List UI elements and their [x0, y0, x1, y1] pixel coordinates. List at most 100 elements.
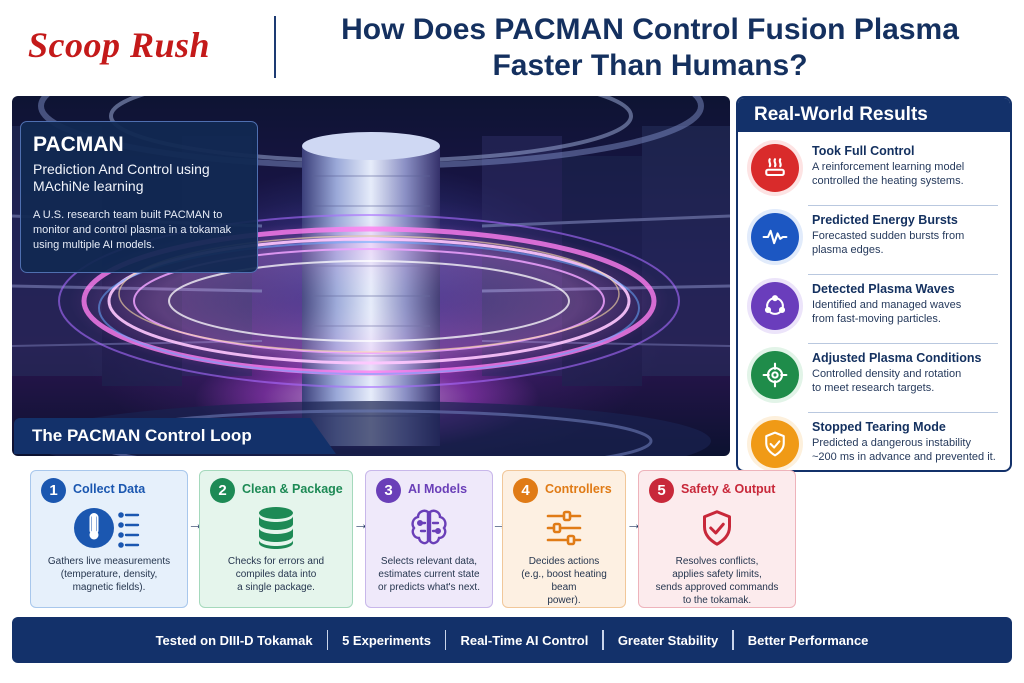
footer-separator	[602, 630, 604, 650]
result-title: Stopped Tearing Mode	[812, 420, 946, 434]
result-description: Predicted a dangerous instability ~200 ms…	[812, 436, 1006, 464]
step-description-line: Checks for errors and	[227, 556, 325, 567]
result-description-line: ~200 ms in advance and prevented it.	[812, 451, 996, 463]
step-description-line: power).	[547, 595, 581, 606]
step-description-line: applies safety limits,	[672, 569, 762, 580]
step-description-line: compiles data into	[235, 569, 317, 580]
footer-highlight: Tested on DIII-D Tokamak	[155, 632, 313, 648]
step-number-badge: 5	[649, 478, 674, 503]
step-number-badge: 2	[210, 478, 235, 503]
footer-highlights-bar: Tested on DIII-D Tokamak 5 Experiments Rea…	[12, 617, 1012, 663]
result-description: Identified and managed waves from fast-mo…	[812, 298, 1006, 326]
step-description-line: Resolves conflicts,	[675, 556, 759, 567]
step-description: Checks for errors and compiles data into a…	[206, 555, 346, 594]
footer-separator	[444, 630, 447, 650]
step-description-line: Gathers live measurements	[47, 556, 171, 567]
shield-check-icon	[639, 505, 795, 551]
cycle-icon	[751, 282, 799, 330]
step-description-line: (e.g., boost heating beam	[521, 569, 607, 593]
step-label: Clean & Package	[242, 482, 343, 496]
result-divider	[808, 205, 998, 206]
step-description-line: Selects relevant data,	[380, 556, 478, 567]
footer-separator	[326, 630, 329, 650]
brand-logo: Scoop Rush	[28, 25, 211, 65]
step-label: Controllers	[545, 482, 612, 496]
headline-line-1: How Does PACMAN Control Fusion Plasma	[341, 13, 959, 46]
step-number-badge: 3	[376, 478, 401, 503]
result-title: Predicted Energy Bursts	[812, 213, 958, 227]
result-description-line: to meet research targets.	[812, 382, 935, 394]
step-number-badge: 4	[513, 478, 538, 503]
step-label: AI Models	[408, 482, 468, 496]
footer-highlight: Better Performance	[747, 632, 869, 648]
results-title: Real-World Results	[738, 98, 1010, 132]
result-description: Forecasted sudden bursts from plasma edge…	[812, 229, 1006, 257]
result-title: Took Full Control	[812, 144, 915, 158]
header: Scoop Rush How Does PACMAN Control Fusio…	[0, 0, 1024, 92]
step-description-line: magnetic fields).	[72, 582, 146, 593]
step-description: Resolves conflicts, applies safety limits…	[645, 555, 789, 607]
footer-highlight: 5 Experiments	[342, 632, 431, 648]
result-description-line: from fast-moving particles.	[812, 313, 941, 325]
step-description-line: (temperature, density,	[60, 569, 158, 580]
brain-icon	[366, 505, 492, 551]
control-loop-title: The PACMAN Control Loop	[14, 418, 336, 454]
pacman-expansion-line: MAchiNe learning	[33, 178, 144, 194]
result-description-line: Predicted a dangerous instability	[812, 437, 971, 449]
step-description: Decides actions (e.g., boost heating beam…	[509, 555, 619, 607]
header-divider	[274, 16, 276, 78]
page-title: How Does PACMAN Control Fusion Plasma Fa…	[290, 12, 1010, 84]
target-icon	[751, 351, 799, 399]
step-description-line: estimates current state	[378, 569, 480, 580]
step-description-line: sends approved commands	[655, 582, 779, 593]
heating-icon	[751, 144, 799, 192]
result-description-line: plasma edges.	[812, 244, 884, 256]
pacman-acronym-expansion: Prediction And Control using MAchiNe lea…	[33, 161, 245, 195]
pacman-desc-line: A U.S. research team built PACMAN to	[33, 209, 223, 221]
result-title: Detected Plasma Waves	[812, 282, 955, 296]
result-title: Adjusted Plasma Conditions	[812, 351, 982, 365]
headline-line-2: Faster Than Humans?	[492, 49, 808, 82]
result-description: A reinforcement learning model controlled…	[812, 160, 1006, 188]
step-description-line: or predicts what's next.	[378, 582, 480, 593]
result-description-line: Forecasted sudden bursts from	[812, 230, 965, 242]
step-description-line: a single package.	[237, 582, 315, 593]
result-divider	[808, 412, 998, 413]
thermometer-list-icon	[31, 505, 187, 551]
result-description-line: Controlled density and rotation	[812, 368, 962, 380]
footer-highlight: Greater Stability	[617, 632, 719, 648]
shield-check-icon	[751, 420, 799, 468]
step-number-badge: 1	[41, 478, 66, 503]
step-description: Selects relevant data, estimates current …	[372, 555, 486, 594]
result-item: Took Full Control A reinforcement learnin…	[738, 136, 1010, 206]
waveform-icon	[751, 213, 799, 261]
pacman-title: PACMAN	[33, 133, 124, 156]
sliders-icon	[503, 505, 625, 551]
step-label: Safety & Output	[681, 482, 776, 496]
result-description-line: Identified and managed waves	[812, 299, 962, 311]
result-divider	[808, 343, 998, 344]
pacman-expansion-line: Prediction And Control using	[33, 161, 210, 177]
step-description-line: to the tokamak.	[682, 595, 752, 606]
result-description-line: A reinforcement learning model	[812, 161, 965, 173]
result-divider	[808, 274, 998, 275]
footer-separator	[732, 630, 734, 650]
database-icon	[200, 505, 352, 551]
footer-highlight: Real-Time AI Control	[460, 632, 589, 648]
pacman-info-card: PACMAN Prediction And Control using MAch…	[20, 121, 258, 273]
step-description-line: Decides actions	[528, 556, 600, 567]
results-panel: Real-World Results Took Full Control A re…	[736, 96, 1012, 472]
result-description-line: controlled the heating systems.	[812, 175, 964, 187]
step-description: Gathers live measurements (temperature, d…	[37, 555, 181, 594]
pacman-desc-line: using multiple AI models.	[33, 239, 155, 251]
result-description: Controlled density and rotation to meet r…	[812, 367, 1006, 395]
pacman-desc-line: monitor and control plasma in a tokamak	[33, 224, 232, 236]
